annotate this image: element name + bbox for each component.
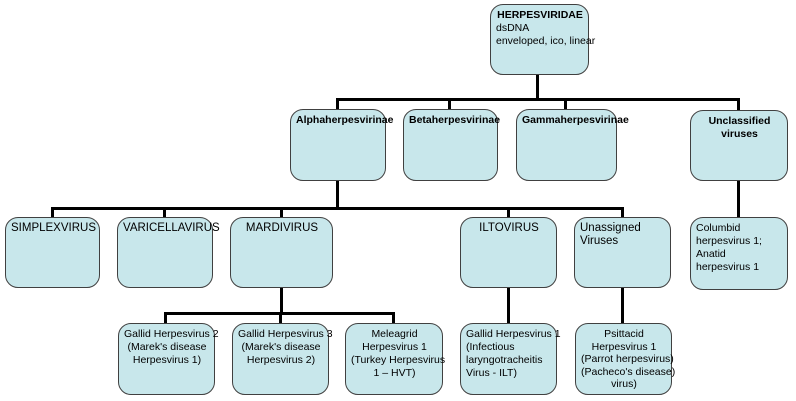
connector-drop-unassigned [621,207,624,218]
node-columbid-line4: herpesvirus 1 [696,261,760,273]
node-iltovirus: ILTOVIRUS [460,217,557,288]
node-betaherpesvirinae-label: Betaherpesvirinae [409,114,501,126]
node-psittacid-line1: Psittacid [604,328,644,340]
node-unclassified-viruses: Unclassified viruses [690,110,788,181]
connector-unclassified-down [737,180,740,218]
node-meleagrid-line4: 1 – HVT) [373,367,416,379]
node-unassigned-line1: Unassigned [580,222,641,234]
node-psittacid-line4: (Pacheco's disease) [581,365,676,378]
connector-drop-gallid2 [164,312,167,324]
node-psittacid-line3: (Parrot herpesvirus) [581,353,674,365]
connector-level3-horizontal [51,207,624,210]
node-unassigned-viruses: Unassigned Viruses [574,217,671,288]
node-gallid1-line1: Gallid Herpesvirus 1 [466,328,561,340]
node-alphaherpesvirinae: Alphaherpesvirinae [290,109,394,181]
node-simplexvirus-label: SIMPLEXVIRUS [11,222,96,234]
connector-iltovirus-down [507,287,510,324]
connector-root-vertical [536,73,539,100]
node-simplexvirus: SIMPLEXVIRUS [5,217,100,288]
node-alphaherpesvirinae-label: Alphaherpesvirinae [296,114,394,126]
node-herpesviridae: HERPESVIRIDAE dsDNA enveloped, ico, line… [490,4,596,75]
node-meleagrid-line2: Herpesvirus 1 [362,341,427,353]
connector-drop-meleagrid [392,312,395,324]
node-gallid-herpesvirus-3: Gallid Herpesvirus 3 (Marek's disease He… [232,323,333,395]
connector-level2-horizontal [336,98,740,101]
node-columbid-line3: Anatid [696,248,726,260]
node-psittacid-line2: Herpesvirus 1 [591,340,657,353]
node-gallid2-line1: Gallid Herpesvirus 2 [124,328,219,340]
node-varicellavirus-label: VARICELLAVIRUS [123,222,220,234]
node-columbid-line1: Columbid [696,222,741,234]
node-columbid-anatid-herpesvirus: Columbid herpesvirus 1; Anatid herpesvir… [690,217,788,290]
node-unassigned-line2: Viruses [580,235,619,247]
node-herpesviridae-morphology: enveloped, ico, linear [496,35,596,47]
node-gallid3-line1: Gallid Herpesvirus 3 [238,328,333,340]
connector-mardivirus-down [280,287,283,315]
connector-drop-gallid3 [279,312,282,324]
node-meleagrid-line1: Meleagrid [371,328,418,340]
connector-drop-alpha [336,98,339,111]
node-gammaherpesvirinae: Gammaherpesvirinae [516,109,629,181]
node-meleagrid-herpesvirus-1: Meleagrid Herpesvirus 1 (Turkey Herpesvi… [345,323,446,395]
connector-unassigned-down [621,287,624,324]
node-mardivirus: MARDIVIRUS [230,217,333,288]
connector-drop-unclassified [737,98,740,112]
node-columbid-line2: herpesvirus 1; [696,235,762,247]
node-psittacid-herpesvirus-1: Psittacid Herpesvirus 1 (Parrot herpesvi… [575,323,676,395]
node-gallid-herpesvirus-2: Gallid Herpesvirus 2 (Marek's disease He… [118,323,219,395]
node-varicellavirus: VARICELLAVIRUS [117,217,220,288]
node-gallid1-line3: laryngotracheitis [466,354,543,366]
node-gallid3-line3: Herpesvirus 2) [246,354,316,366]
node-gallid1-line2: (Infectious [466,341,515,353]
node-gallid1-line4: Virus - ILT) [466,367,517,379]
connector-drop-mardivirus [280,207,283,218]
node-gammaherpesvirinae-label: Gammaherpesvirinae [522,114,629,126]
connector-alpha-down [336,180,339,210]
node-psittacid-line5: virus) [611,378,637,390]
node-gallid2-line2: (Marek's disease [127,341,207,353]
node-mardivirus-label: MARDIVIRUS [245,222,319,234]
node-unclassified-line1: Unclassified [708,115,771,127]
node-meleagrid-line3: (Turkey Herpesvirus [351,354,446,366]
connector-drop-varicellavirus [163,207,166,218]
node-betaherpesvirinae: Betaherpesvirinae [403,109,501,181]
node-gallid-herpesvirus-1: Gallid Herpesvirus 1 (Infectious laryngo… [460,323,561,395]
node-gallid3-line2: (Marek's disease [241,341,321,353]
node-herpesviridae-title: HERPESVIRIDAE [497,9,583,21]
node-unclassified-line2: viruses [721,128,758,140]
node-gallid2-line3: Herpesvirus 1) [132,354,202,366]
node-herpesviridae-genome: dsDNA [496,22,530,34]
connector-drop-iltovirus [507,207,510,218]
node-iltovirus-label: ILTOVIRUS [479,222,539,234]
connector-drop-simplexvirus [51,207,54,218]
connector-drop-beta [448,98,451,111]
connector-drop-gamma [564,98,567,111]
